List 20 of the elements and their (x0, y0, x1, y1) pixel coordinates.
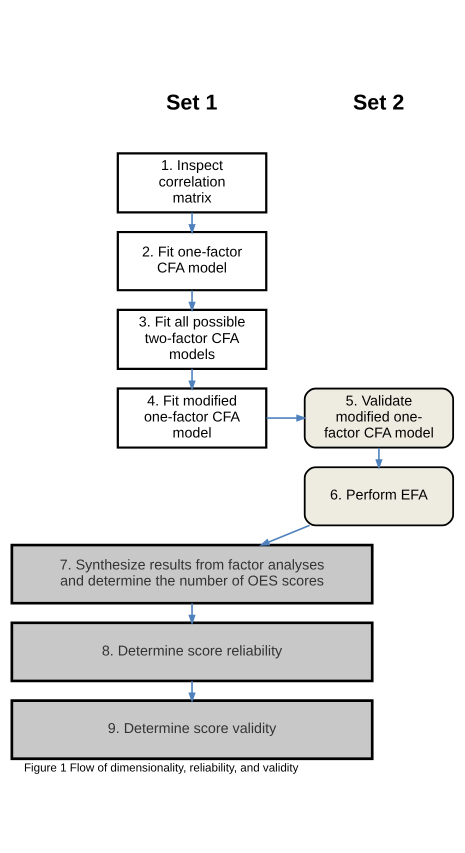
arrow (266, 414, 307, 422)
node-box: 3. Fit all possible two-factor CFA models (116, 308, 268, 370)
node-box: 4. Fit modified one-factor CFA model (116, 386, 268, 448)
label: Set 1 (166, 90, 218, 114)
node-box: 2. Fit one-factor CFA model (116, 230, 268, 291)
arrow (188, 290, 196, 312)
node-box: 1. Inspect correlation matrix (116, 152, 268, 213)
arrow (188, 602, 196, 625)
node-box: 5. Validate modified one-factor CFA model (304, 387, 454, 448)
node-box: 8. Determine score reliability (10, 620, 374, 682)
arrow (188, 680, 196, 702)
arrow (259, 524, 310, 546)
arrow (375, 447, 383, 470)
node-box: 6. Perform EFA (304, 466, 454, 526)
arrow (188, 212, 196, 234)
node-box: 7. Synthesize results from factor analyses and determine the number of OES scores (10, 543, 374, 604)
label: Set 2 (352, 90, 404, 114)
node-box: 9. Determine score validity (10, 698, 374, 760)
arrow (188, 368, 196, 390)
caption: Figure 1 Flow of dimensionality, reliability, and validity (24, 761, 298, 774)
